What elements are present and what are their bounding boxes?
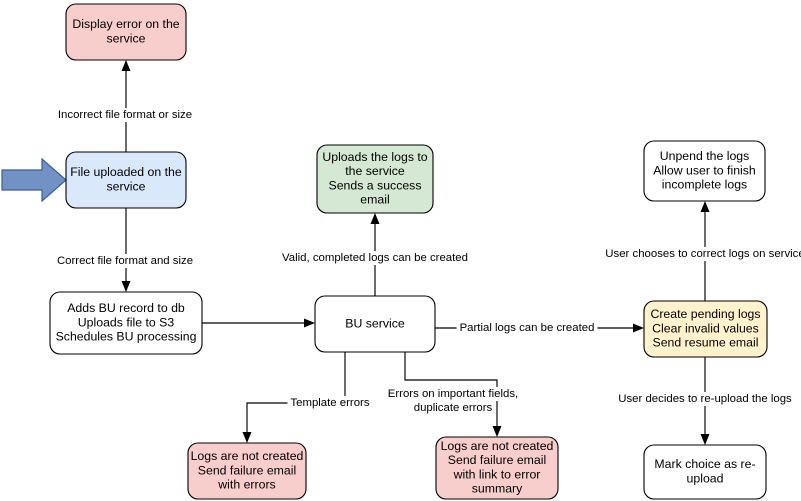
uploads-logs-node-label-line-2: the service (345, 164, 405, 178)
edge-label-partial-logs: Partial logs can be created (456, 321, 598, 336)
edge-label-incorrect-format-backdrop (54, 108, 196, 123)
edge-adds-bu-record-to-bu-service (202, 318, 315, 328)
edge-label-errors-important-fields-line1-text: Errors on important fields, (388, 388, 518, 400)
unpend-logs-node-shape (643, 140, 766, 202)
edge-label-incorrect-format: Incorrect file format or size (54, 108, 196, 123)
edge-bu-service-to-logs-not-created-summary (404, 352, 502, 437)
adds-bu-record-node-shape (49, 291, 203, 355)
edge-label-user-corrects-logs-text: User chooses to correct logs on service (605, 248, 801, 260)
logs-not-created-error-summary-node-label-line-3: with link to error (453, 467, 541, 481)
create-pending-logs-node-label-line-2: Clear invalid values (652, 321, 759, 335)
mark-choice-reupload-node-label-line-2: upload (687, 471, 724, 485)
edge-label-template-errors-text: Template errors (290, 397, 369, 409)
logs-not-created-error-summary-node-label-line-2: Send failure email (448, 453, 546, 467)
bu-service-node-label-line-1: BU service (345, 316, 405, 330)
create-pending-logs-node-label-line-1: Create pending logs (650, 307, 760, 321)
edge-label-valid-completed: Valid, completed logs can be created (279, 251, 471, 266)
file-uploaded-node-label-line-1: File uploaded on the (70, 165, 182, 179)
edge-label-partial-logs-text: Partial logs can be created (460, 322, 595, 334)
adds-bu-record-node-label-line-2: Uploads file to S3 (78, 315, 175, 329)
create-pending-logs-node-label-line-3: Send resume email (653, 335, 759, 349)
logs-not-created-template-errors-node-label-line-1: Logs are not created (191, 449, 304, 463)
edge-label-incorrect-format-text: Incorrect file format or size (58, 109, 192, 121)
unpend-logs-node-label-line-2: Allow user to finish (653, 163, 756, 177)
unpend-logs-node-label-line-1: Unpend the logs (660, 149, 750, 163)
logs-not-created-error-summary-node-label-line-1: Logs are not created (441, 439, 554, 453)
unpend-logs-node-label-line-3: incomplete logs (662, 177, 747, 191)
mark-choice-reupload-node-shape (643, 444, 767, 500)
bu-service-node[interactable]: BU service (314, 295, 436, 353)
start-input-arrow (1, 157, 67, 203)
adds-bu-record-node-label-line-3: Schedules BU processing (56, 329, 197, 343)
logs-not-created-error-summary-node-label-line-4: summary (472, 482, 523, 496)
display-error-node-label-line-1: Display error on the (72, 17, 179, 31)
edge-label-errors-important-fields-line2-text: duplicate errors (414, 402, 493, 414)
edge-label-valid-completed-text: Valid, completed logs can be created (282, 252, 468, 264)
display-error-node-label-line-2: service (107, 31, 146, 45)
edge-label-errors-important-fields-line2-backdrop (410, 401, 496, 416)
logs-not-created-template-errors-node-shape (187, 442, 307, 500)
adds-bu-record-node-label-line-1: Adds BU record to db (67, 301, 185, 315)
uploads-logs-node-label-line-1: Uploads the logs to (322, 150, 427, 164)
edge-label-correct-format: Correct file format and size (53, 254, 197, 269)
edge-label-errors-important-fields-line1-backdrop (384, 387, 522, 402)
bu-service-node-shape (314, 295, 436, 353)
edge-label-errors-important-fields-line1: Errors on important fields, (384, 387, 522, 402)
create-pending-logs-node-shape (643, 300, 768, 358)
edge-label-user-reupload-backdrop (615, 392, 796, 407)
edge-label-correct-format-backdrop (53, 254, 197, 269)
uploads-logs-node-label-line-3: Sends a success (329, 178, 422, 192)
edge-label-user-corrects-logs: User chooses to correct logs on service (602, 247, 801, 262)
display-error-node-shape (65, 3, 187, 61)
uploads-logs-node-shape (316, 144, 434, 214)
mark-choice-reupload-node-label-line-1: Mark choice as re- (654, 457, 755, 471)
edge-label-errors-important-fields-line2: duplicate errors (410, 401, 496, 416)
edge-label-user-corrects-logs-backdrop (602, 247, 801, 262)
logs-not-created-template-errors-node-label-line-2: Send failure email (198, 463, 296, 477)
mark-choice-reupload-node[interactable]: Mark choice as re-upload (643, 444, 767, 500)
file-uploaded-node-shape (65, 151, 187, 209)
edge-label-correct-format-text: Correct file format and size (57, 255, 193, 267)
uploads-logs-node-label-line-4: email (360, 193, 389, 207)
edge-label-valid-completed-backdrop (279, 251, 471, 266)
edge-label-user-reupload: User decides to re-upload the logs (615, 392, 796, 407)
edge-label-partial-logs-backdrop (456, 321, 598, 336)
edge-label-template-errors: Template errors (287, 396, 373, 411)
edge-file-uploaded-to-display-error (121, 60, 131, 152)
edge-label-template-errors-backdrop (287, 396, 373, 411)
logs-not-created-error-summary-node-shape (435, 436, 559, 500)
edge-label-user-reupload-text: User decides to re-upload the logs (618, 393, 792, 405)
logs-not-created-template-errors-node-label-line-3: with errors (217, 477, 275, 491)
edge-file-uploaded-to-adds-bu-record (121, 208, 131, 292)
file-uploaded-node-label-line-2: service (107, 179, 146, 193)
